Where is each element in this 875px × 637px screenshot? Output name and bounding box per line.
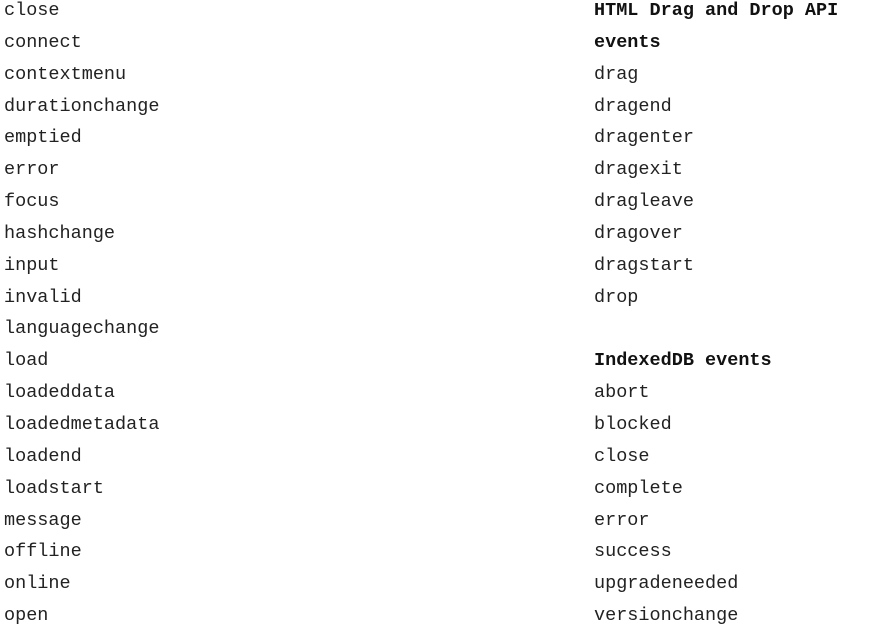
event-name: drop [594, 286, 639, 308]
event-name: upgradeneeded [594, 573, 739, 595]
event-name: dragover [594, 222, 683, 244]
event-name: hashchange [4, 222, 116, 244]
event-name: success [594, 541, 672, 563]
event-name: emptied [4, 127, 82, 149]
event-name: dragend [594, 95, 672, 117]
event-name: input [4, 254, 60, 276]
event-name: complete [594, 477, 683, 499]
event-name: dragstart [594, 254, 694, 276]
event-name: versionchange [594, 605, 739, 627]
event-name: dragexit [594, 159, 683, 181]
event-name: loadstart [4, 477, 104, 499]
api-events-list: HTML Drag and Drop API events drag drage… [594, 0, 875, 637]
event-name: loadeddata [4, 382, 116, 404]
event-name: blocked [594, 413, 672, 435]
event-name: invalid [4, 286, 82, 308]
event-name: loadedmetadata [4, 413, 160, 435]
event-name: connect [4, 31, 82, 53]
event-name: abort [594, 382, 650, 404]
event-name: load [4, 350, 49, 372]
event-name: durationchange [4, 95, 160, 117]
indexeddb-section: IndexedDB events abort blocked close com… [594, 350, 875, 637]
event-name: close [594, 445, 650, 467]
event-name: online [4, 573, 71, 595]
event-name: focus [4, 191, 60, 213]
drag-drop-section: HTML Drag and Drop API events drag drage… [594, 0, 875, 318]
event-name: dragleave [594, 191, 694, 213]
event-name: loadend [4, 445, 82, 467]
event-name: languagechange [4, 318, 160, 340]
event-name: open [4, 605, 49, 627]
event-name: error [594, 509, 650, 531]
event-name: contextmenu [4, 63, 127, 85]
section-heading: HTML Drag and Drop API [594, 0, 839, 21]
section-spacer [594, 318, 875, 350]
event-name: dragenter [594, 127, 694, 149]
event-name: close [4, 0, 60, 21]
section-heading: IndexedDB events [594, 350, 772, 372]
section-heading-continued: events [594, 31, 661, 53]
general-events-list: close connect contextmenu durationchange… [4, 0, 564, 637]
event-name: offline [4, 541, 82, 563]
event-name: message [4, 509, 82, 531]
event-name: drag [594, 63, 639, 85]
event-name: error [4, 159, 60, 181]
